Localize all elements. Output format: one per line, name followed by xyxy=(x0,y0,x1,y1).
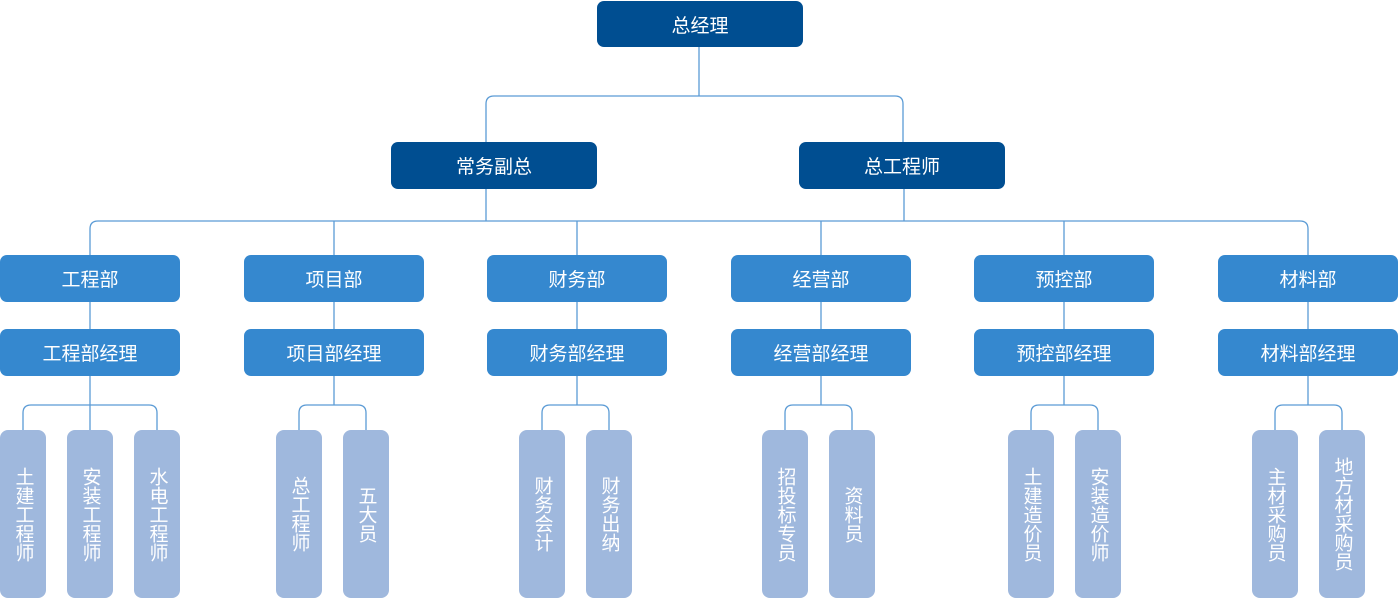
staff-node: 安装造价师 xyxy=(1075,430,1121,598)
dept-node-eng: 工程部 xyxy=(0,255,180,302)
dept-node-label: 经营部 xyxy=(792,269,850,291)
staff-node-label: 水电工程师 xyxy=(146,466,169,562)
dept-node-label: 项目部 xyxy=(305,269,363,291)
dept-node-label: 预控部 xyxy=(1035,269,1093,291)
staff-node: 资料员 xyxy=(829,430,875,598)
level2-node-label: 总工程师 xyxy=(863,156,940,178)
staff-node: 招投标专员 xyxy=(762,430,808,598)
manager-node-ctrl: 预控部经理 xyxy=(974,329,1154,376)
manager-node-eng: 工程部经理 xyxy=(0,329,180,376)
level2-node-ce: 总工程师 xyxy=(799,142,1005,189)
manager-node-label: 经营部经理 xyxy=(773,343,869,365)
manager-node-label: 财务部经理 xyxy=(529,343,625,365)
connector-line xyxy=(541,404,610,430)
connector-line xyxy=(1030,404,1099,430)
staff-node-label: 土建造价员 xyxy=(1020,466,1043,562)
level2-node-label: 常务副总 xyxy=(455,156,532,178)
top-node-label: 总经理 xyxy=(671,14,729,37)
staff-node-label: 财务会计 xyxy=(531,476,554,552)
staff-node: 水电工程师 xyxy=(134,430,180,598)
connector-line xyxy=(1274,404,1343,430)
connector-line xyxy=(485,95,904,142)
staff-node-label: 招投标专员 xyxy=(774,466,797,562)
dept-node-label: 材料部 xyxy=(1279,269,1337,291)
staff-node-label: 资料员 xyxy=(841,485,864,543)
dept-node-label: 财务部 xyxy=(548,269,606,291)
staff-node: 主材采购员 xyxy=(1252,430,1298,598)
staff-node: 财务会计 xyxy=(519,430,565,598)
level2-node-vp: 常务副总 xyxy=(391,142,597,189)
manager-node-label: 材料部经理 xyxy=(1260,343,1356,365)
staff-node: 地方材采购员 xyxy=(1319,430,1365,598)
staff-node: 土建造价员 xyxy=(1008,430,1054,598)
manager-node-fin: 财务部经理 xyxy=(487,329,667,376)
manager-node-mat: 材料部经理 xyxy=(1218,329,1398,376)
staff-node: 土建工程师 xyxy=(0,430,46,598)
manager-node-label: 预控部经理 xyxy=(1016,343,1112,365)
staff-node: 五大员 xyxy=(343,430,389,598)
connector-line xyxy=(89,220,1309,255)
dept-node-ctrl: 预控部 xyxy=(974,255,1154,302)
connector-line xyxy=(784,404,853,430)
staff-node-label: 总工程师 xyxy=(288,476,311,552)
staff-node-label: 地方材采购员 xyxy=(1331,457,1354,571)
dept-node-fin: 财务部 xyxy=(487,255,667,302)
staff-node-label: 五大员 xyxy=(355,485,378,543)
staff-node: 总工程师 xyxy=(276,430,322,598)
staff-node: 财务出纳 xyxy=(586,430,632,598)
dept-node-biz: 经营部 xyxy=(731,255,911,302)
staff-node-label: 土建工程师 xyxy=(12,466,35,562)
staff-node-label: 安装工程师 xyxy=(79,466,102,562)
dept-node-proj: 项目部 xyxy=(244,255,424,302)
manager-node-biz: 经营部经理 xyxy=(731,329,911,376)
manager-node-label: 项目部经理 xyxy=(286,343,382,365)
manager-node-label: 工程部经理 xyxy=(42,343,138,365)
staff-node-label: 主材采购员 xyxy=(1264,466,1287,562)
manager-node-proj: 项目部经理 xyxy=(244,329,424,376)
staff-node-label: 安装造价师 xyxy=(1087,466,1110,562)
staff-node: 安装工程师 xyxy=(67,430,113,598)
dept-node-mat: 材料部 xyxy=(1218,255,1398,302)
dept-node-label: 工程部 xyxy=(61,269,119,291)
connector-line xyxy=(298,404,367,430)
top-node: 总经理 xyxy=(597,1,803,47)
staff-node-label: 财务出纳 xyxy=(598,476,621,552)
